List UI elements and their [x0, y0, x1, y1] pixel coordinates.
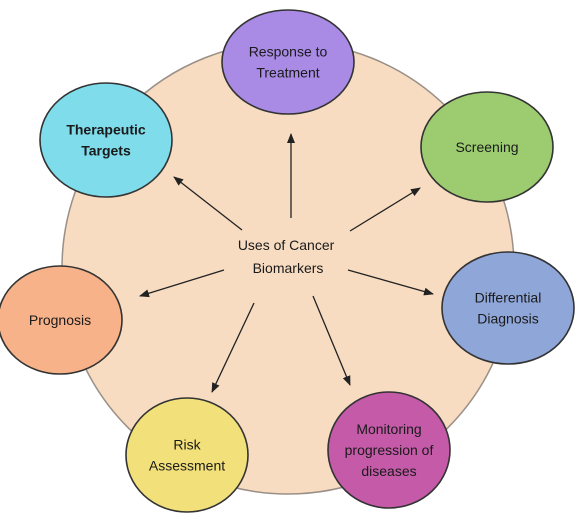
response-to-treatment-bubble [221, 9, 355, 115]
therapeutic-targets-bubble [39, 82, 173, 198]
prognosis-arrow [139, 269, 225, 298]
monitoring-progression-node: Monitoring progression of diseases [327, 391, 451, 509]
response-to-treatment-label-line: Treatment [256, 65, 319, 81]
therapeutic-targets-label-line: Therapeutic [66, 122, 146, 138]
monitoring-progression-label-line: diseases [361, 463, 416, 479]
prognosis-node: Prognosis [0, 265, 123, 375]
screening-label: Screening [455, 139, 518, 155]
risk-assessment-arrow [211, 302, 255, 393]
therapeutic-targets-label-line: Targets [81, 143, 131, 159]
center-label-line-2: Biomarkers [253, 260, 324, 276]
prognosis-label: Prognosis [29, 312, 91, 328]
prognosis-bubble [0, 265, 123, 375]
monitoring-progression-label-line: progression of [345, 442, 434, 458]
monitoring-progression-label: Monitoring progression of diseases [345, 421, 434, 479]
screening-arrow [349, 187, 421, 232]
therapeutic-targets-arrow [173, 176, 243, 231]
arrows [139, 133, 434, 393]
response-to-treatment-label-line: Response to [249, 44, 328, 60]
center-label-line-1: Uses of Cancer [238, 237, 335, 253]
response-to-treatment-node: Response to Treatment [221, 9, 355, 115]
screening-label-line: Screening [455, 139, 518, 155]
screening-bubble [420, 91, 554, 203]
differential-diagnosis-label-line: Diagnosis [477, 311, 538, 327]
risk-assessment-label-line: Risk [173, 437, 201, 453]
center-label: Uses of Cancer Biomarkers [238, 237, 338, 276]
risk-assessment-bubble [125, 397, 249, 513]
risk-assessment-label-line: Assessment [149, 458, 225, 474]
screening-node: Screening [420, 91, 554, 203]
monitoring-progression-bubble [327, 391, 451, 509]
differential-diagnosis-label-line: Differential [475, 290, 542, 306]
differential-diagnosis-bubble [441, 251, 575, 365]
monitoring-progression-label-line: Monitoring [356, 421, 421, 437]
prognosis-label-line: Prognosis [29, 312, 91, 328]
response-to-treatment-label: Response to Treatment [249, 44, 328, 81]
differential-diagnosis-arrow [347, 269, 434, 296]
nodes: Response to TreatmentScreeningDifferentia… [0, 9, 575, 513]
monitoring-progression-arrow [312, 295, 351, 386]
